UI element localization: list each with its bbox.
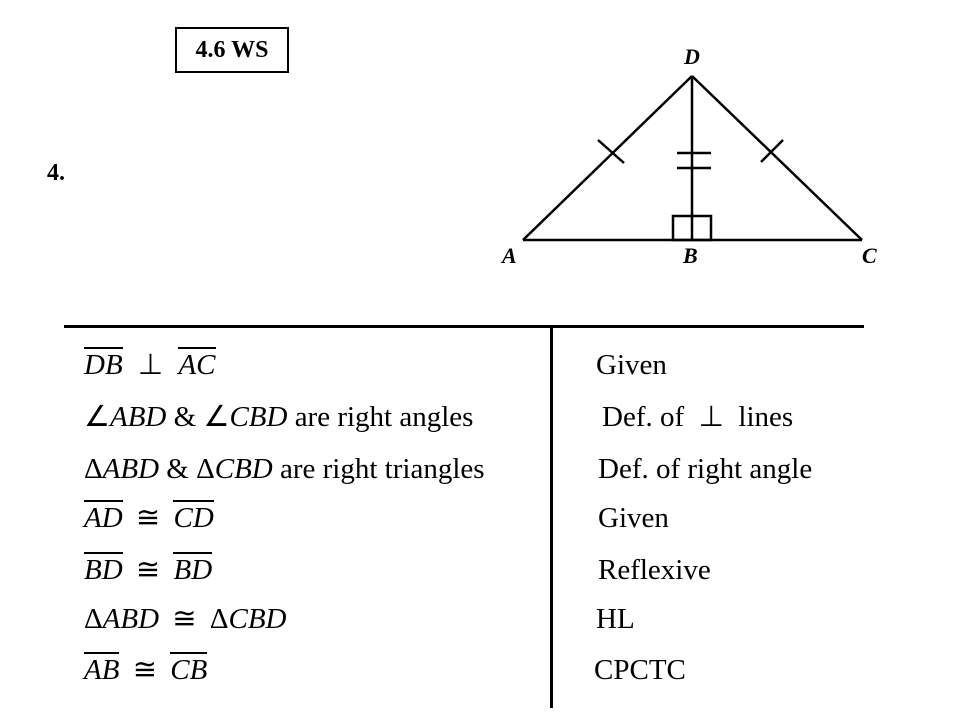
triangle-name: CBD [214, 453, 273, 485]
segment-overline: BD [84, 552, 123, 586]
statement-2: ∠ABD & ∠CBD are right angles [84, 398, 473, 436]
proof-row-3: ΔABD & ΔCBD are right triangles Def. of … [0, 444, 960, 496]
vertex-label-b: B [682, 243, 698, 268]
worksheet-title: 4.6 WS [195, 36, 269, 63]
reason-1: Given [596, 349, 667, 381]
vertex-label-d: D [683, 44, 700, 69]
statement-tail: are right angles [287, 401, 474, 433]
vertex-label-a: A [500, 243, 517, 268]
segment-overline: AD [84, 500, 123, 534]
relation-symbol: ≅ [132, 654, 157, 686]
reason-2: Def. of ⊥ lines [602, 401, 794, 433]
tick-mark-ad [597, 139, 625, 164]
proof-row-2: ∠ABD & ∠CBD are right angles Def. of ⊥ l… [0, 392, 960, 444]
proof-row-4: AD ≅ CD Given [0, 493, 960, 545]
relation-symbol: ≅ [135, 554, 161, 586]
segment-overline: CD [173, 500, 214, 534]
conjunction: & [159, 453, 197, 485]
triangle-name: ABD [102, 453, 160, 485]
relation-symbol: ≅ [172, 603, 197, 635]
triangle-symbol: Δ [196, 453, 215, 485]
segment-overline: AC [178, 347, 216, 381]
reason-7: CPCTC [594, 654, 686, 686]
triangle-name: ABD [102, 603, 160, 635]
triangle-symbol: Δ [209, 603, 229, 635]
reason-4: Given [598, 502, 669, 534]
statement-7: AB ≅ CB [84, 651, 208, 689]
relation-symbol: ≅ [135, 502, 161, 534]
proof-table-top-rule [64, 325, 864, 328]
proof-table-divider [550, 325, 553, 708]
triangle-symbol: Δ [84, 453, 103, 485]
proof-row-7: AB ≅ CB CPCTC [0, 645, 960, 697]
tick-mark-dc [760, 139, 784, 163]
segment-dc [691, 75, 863, 241]
proof-row-6: ΔABD ≅ ΔCBD HL [0, 594, 960, 646]
conjunction: & [166, 401, 204, 433]
segment-overline: BD [173, 552, 213, 586]
statement-6: ΔABD ≅ ΔCBD [84, 600, 287, 638]
proof-row-1: DB ⊥ AC Given [0, 340, 960, 392]
segment-overline: AB [84, 652, 120, 686]
vertex-label-c: C [862, 243, 877, 268]
triangle-figure: D A B C [500, 44, 877, 268]
relation-symbol: ⊥ [137, 349, 164, 381]
segment-overline: DB [84, 347, 123, 381]
reason-5: Reflexive [598, 554, 711, 586]
angle-name: CBD [229, 401, 288, 433]
proof-row-5: BD ≅ BD Reflexive [0, 545, 960, 597]
segment-overline: CB [170, 652, 208, 686]
angle-symbol: ∠ [203, 401, 230, 433]
triangle-symbol: Δ [84, 603, 103, 635]
angle-symbol: ∠ [84, 401, 110, 433]
statement-tail: are right triangles [272, 453, 485, 485]
angle-name: ABD [110, 401, 167, 433]
reason-3: Def. of right angle [598, 453, 813, 485]
right-angle-marker [671, 214, 713, 242]
segment-ad [522, 75, 693, 241]
statement-1: DB ⊥ AC [84, 346, 216, 384]
worksheet-title-box: 4.6 WS [175, 27, 289, 73]
reason-6: HL [596, 603, 635, 635]
statement-4: AD ≅ CD [84, 499, 214, 537]
problem-number: 4. [47, 160, 65, 186]
triangle-name: CBD [228, 603, 287, 635]
statement-3: ΔABD & ΔCBD are right triangles [84, 450, 485, 488]
statement-5: BD ≅ BD [84, 551, 213, 589]
